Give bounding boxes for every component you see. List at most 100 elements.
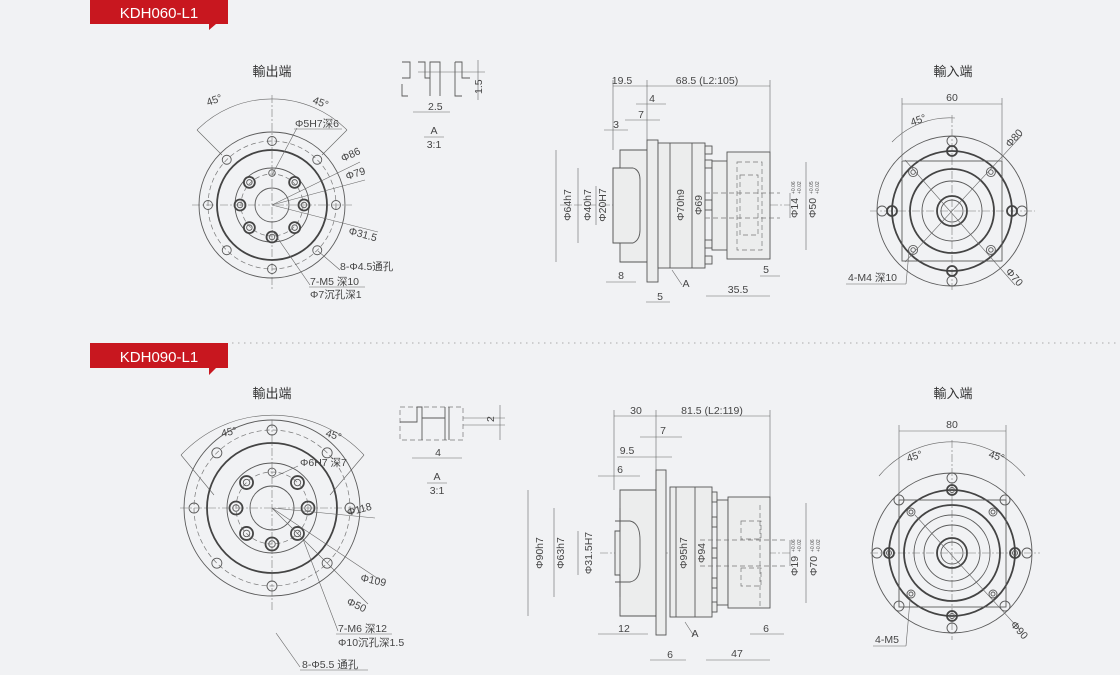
tapped-hole xyxy=(233,198,247,212)
hole-thread xyxy=(232,504,240,512)
pcd-circle xyxy=(207,140,337,270)
pcd-label: Φ109 xyxy=(359,572,387,589)
thru-holes xyxy=(188,424,356,592)
detail-dim-v: 2 xyxy=(485,416,497,422)
angle-left-label: 45° xyxy=(905,449,924,465)
hole-thread xyxy=(908,591,914,597)
tapped-hole xyxy=(265,230,279,244)
width-label: 80 xyxy=(946,419,958,431)
tapped-label: 4-M4 深10 xyxy=(848,272,897,284)
output-flange xyxy=(612,149,649,263)
body-diameter-2: Φ69 xyxy=(693,195,705,215)
thru-hole xyxy=(211,557,223,569)
dim-7: 7 xyxy=(660,425,666,437)
hole-thread xyxy=(1012,550,1018,556)
pin-hole xyxy=(268,169,276,177)
hole-thread xyxy=(291,179,298,186)
tapped-hole xyxy=(239,475,254,490)
section-kdh060: KDH060-L1 輸出端 45° 45° Φ5H7深6 Φ86 Φ79 Φ31… xyxy=(90,0,1035,303)
tapped-hole xyxy=(228,500,244,516)
model-title: KDH090-L1 xyxy=(120,349,198,366)
tapped-hole xyxy=(906,589,916,599)
dim-4: 4 xyxy=(649,93,655,105)
tapped-hole xyxy=(985,244,996,255)
hole-thread xyxy=(236,201,244,209)
tapped-hole xyxy=(988,507,998,517)
hole-thread xyxy=(910,247,916,253)
thru-hole xyxy=(211,447,223,459)
body-diameter: Φ70h9 xyxy=(675,189,687,221)
tapped-hole xyxy=(985,167,996,178)
section-kdh090: KDH090-L1 輸出端 45° 45° Φ6H7 深7 Φ118 Φ109 … xyxy=(90,343,1040,671)
detail-label: A xyxy=(430,125,437,137)
mount-hole xyxy=(946,472,958,484)
bore-diameter: Φ31.5H7 xyxy=(583,532,595,574)
side-view: 30 81.5 (L2:119) 7 9.5 6 Φ90h7 Φ63h7 Φ31… xyxy=(527,405,822,661)
mount-hole xyxy=(871,547,883,559)
flange-diameter: Φ90h7 xyxy=(534,537,546,569)
dim-6: 6 xyxy=(617,464,623,476)
outer-diameter-label: Φ80 xyxy=(1003,127,1025,150)
thru-hole xyxy=(221,245,232,256)
dim-35-5: 35.5 xyxy=(728,284,749,296)
adapter-diameter: Φ70 xyxy=(808,556,820,576)
tapped-holes xyxy=(233,169,311,244)
dim-30: 30 xyxy=(630,405,642,417)
angle-right-label: 45° xyxy=(324,427,343,443)
thru-holes-label: 8-Φ5.5 通孔 xyxy=(302,658,359,671)
hole-thread xyxy=(242,529,251,538)
output-end-view: 輸出端 45° 45° Φ5H7深6 Φ86 Φ79 Φ31.5 8-Φ4.5通… xyxy=(192,65,394,301)
adapter-neck xyxy=(711,160,729,251)
mount-hole xyxy=(1009,547,1021,559)
mount-hole xyxy=(946,484,958,496)
hole-thread xyxy=(291,224,298,231)
mount-hole xyxy=(946,610,958,622)
pcd-label: Φ70 xyxy=(1003,266,1025,289)
pin-hole xyxy=(267,467,277,477)
adapter-tol-upper: +0.06 xyxy=(810,539,816,552)
body-diameter: Φ95h7 xyxy=(678,537,690,569)
hole-thread xyxy=(268,233,276,241)
hole-thread xyxy=(990,509,996,515)
motor-adapter xyxy=(727,496,771,609)
mount-hole xyxy=(883,547,895,559)
model-title: KDH060-L1 xyxy=(120,5,198,22)
mounting-flange xyxy=(646,139,659,283)
hole-thread xyxy=(300,201,308,209)
thru-hole xyxy=(266,424,278,436)
detail-dim-h: 2.5 xyxy=(428,101,443,113)
output-end-view: 輸出端 45° 45° Φ6H7 深7 Φ118 Φ109 Φ50 7-M6 深… xyxy=(180,387,404,671)
input-tol-upper: +0.06 xyxy=(791,181,797,194)
thru-hole xyxy=(331,200,341,210)
gear-body xyxy=(657,142,706,269)
thru-hole xyxy=(267,136,277,146)
hole-thread xyxy=(988,169,994,175)
clearance-hole xyxy=(999,600,1011,612)
mounting-flange xyxy=(655,469,667,636)
input-end-view: 輸入端 60 45° Φ80 Φ70 4-M4 深10 xyxy=(846,65,1035,290)
dim-12: 12 xyxy=(618,623,630,635)
detail-a: 2.5 1.5 A 3:1 xyxy=(401,60,485,151)
hole-thread xyxy=(293,529,302,538)
adapter-tol-lower: +0.02 xyxy=(816,539,822,552)
thru-hole xyxy=(266,580,278,592)
mount-hole xyxy=(946,265,958,277)
dim-81-5: 81.5 (L2:119) xyxy=(681,405,743,417)
mount-hole xyxy=(946,622,958,634)
hole-thread xyxy=(268,540,276,548)
input-diameter: Φ14 xyxy=(789,198,801,218)
flange-diameter: Φ64h7 xyxy=(562,189,574,221)
angle-left-label: 45° xyxy=(205,92,224,109)
input-tol-lower: +0.02 xyxy=(797,539,803,552)
hole-thread xyxy=(886,550,892,556)
hole-thread xyxy=(988,247,994,253)
dim-5: 5 xyxy=(657,291,663,303)
hole-thread xyxy=(910,169,916,175)
width-label: 60 xyxy=(946,92,958,104)
input-holes xyxy=(876,135,1028,287)
thru-holes-label: 8-Φ4.5通孔 xyxy=(340,260,394,273)
angle-right-label: 45° xyxy=(311,95,330,112)
dim-3: 3 xyxy=(613,119,619,131)
tapped-hole xyxy=(300,500,316,516)
tapped-holes xyxy=(228,467,316,552)
